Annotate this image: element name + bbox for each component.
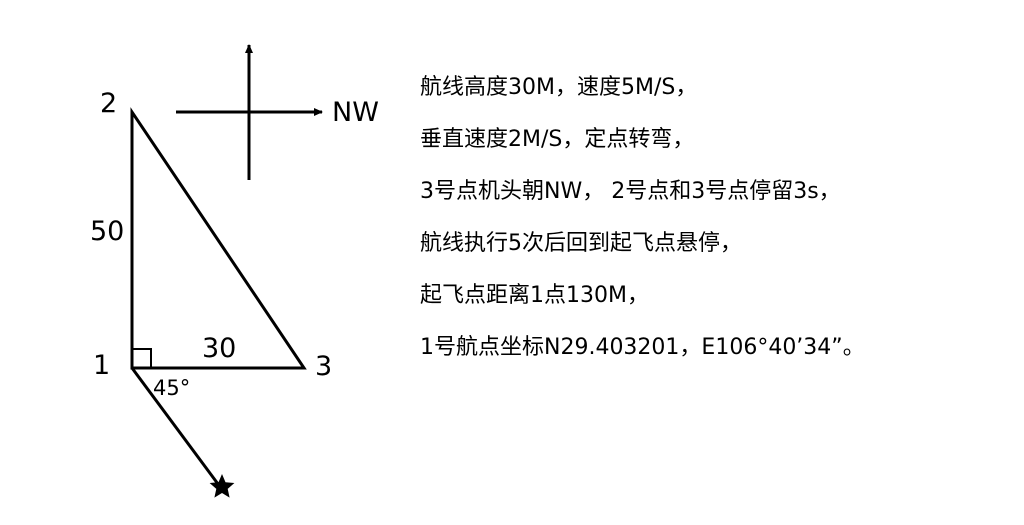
takeoff-path-line xyxy=(130,367,220,485)
point-label-2: 2 xyxy=(100,88,117,119)
route-triangle xyxy=(130,107,307,370)
star-icon xyxy=(209,474,235,498)
edge-length-1-3: 30 xyxy=(202,333,236,364)
point-label-1: 1 xyxy=(93,350,110,381)
note-line: 航线执行5次后回到起飞点悬停， xyxy=(420,231,742,256)
triangle-outline xyxy=(130,107,307,370)
compass-direction-label: NW xyxy=(332,97,379,128)
edge-length-1-2: 50 xyxy=(90,216,124,247)
note-line: 起飞点距离1点130M， xyxy=(420,283,649,308)
angle-label: 45° xyxy=(153,376,190,400)
flight-notes: 航线高度30M，速度5M/S， 垂直速度2M/S，定点转弯， 3号点机头朝NW，… xyxy=(420,66,1000,378)
note-line: 3号点机头朝NW， 2号点和3号点停留3s， xyxy=(420,179,841,204)
point-label-3: 3 xyxy=(315,351,332,382)
note-line: 1号航点坐标N29.403201，E106°40’34”。 xyxy=(420,335,865,360)
compass: NW xyxy=(176,44,379,180)
right-angle-marker xyxy=(131,348,152,369)
note-line: 航线高度30M，速度5M/S， xyxy=(420,75,698,100)
note-line: 垂直速度2M/S，定点转弯， xyxy=(420,127,695,152)
